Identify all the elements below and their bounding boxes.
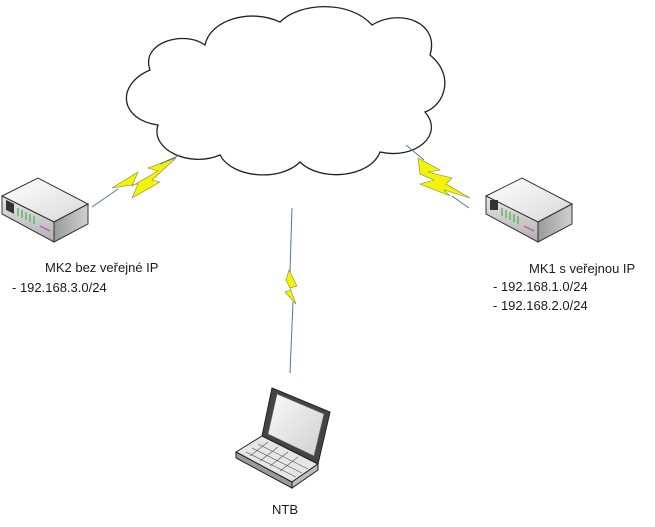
lightning-mk2-link <box>91 154 181 208</box>
mk1-network-1: - 192.168.1.0/24 <box>493 279 588 294</box>
mk2-network-1: - 192.168.3.0/24 <box>12 280 107 295</box>
laptop-icon <box>234 387 331 489</box>
ntb-title: NTB <box>272 502 298 517</box>
internet-cloud <box>125 6 446 176</box>
lightning-mk1-link <box>405 144 471 209</box>
mk2-title: MK2 bez veřejné IP <box>45 260 159 275</box>
router-mk1-icon <box>484 177 574 243</box>
lightning-ntb-link <box>284 207 298 374</box>
mk1-network-2: - 192.168.2.0/24 <box>493 298 588 313</box>
router-mk2-icon <box>0 177 90 243</box>
mk1-title: MK1 s veřejnou IP <box>529 261 636 276</box>
